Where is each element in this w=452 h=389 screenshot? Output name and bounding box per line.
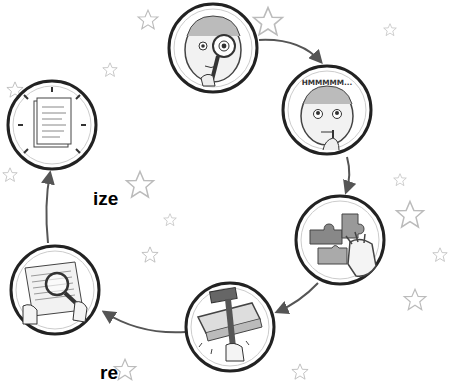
report-circle bbox=[8, 81, 96, 169]
stage-label: ize bbox=[93, 188, 118, 210]
observe-circle bbox=[169, 4, 257, 92]
circle-outline bbox=[281, 64, 373, 156]
build-circle bbox=[186, 283, 274, 371]
stage-label: re bbox=[100, 362, 118, 384]
puzzle-circle bbox=[296, 196, 384, 284]
stars bbox=[3, 8, 447, 380]
thinking-circle: HMMMMM... bbox=[281, 64, 373, 156]
thought-text: HMMMMM... bbox=[281, 64, 373, 87]
review-circle bbox=[11, 246, 99, 334]
